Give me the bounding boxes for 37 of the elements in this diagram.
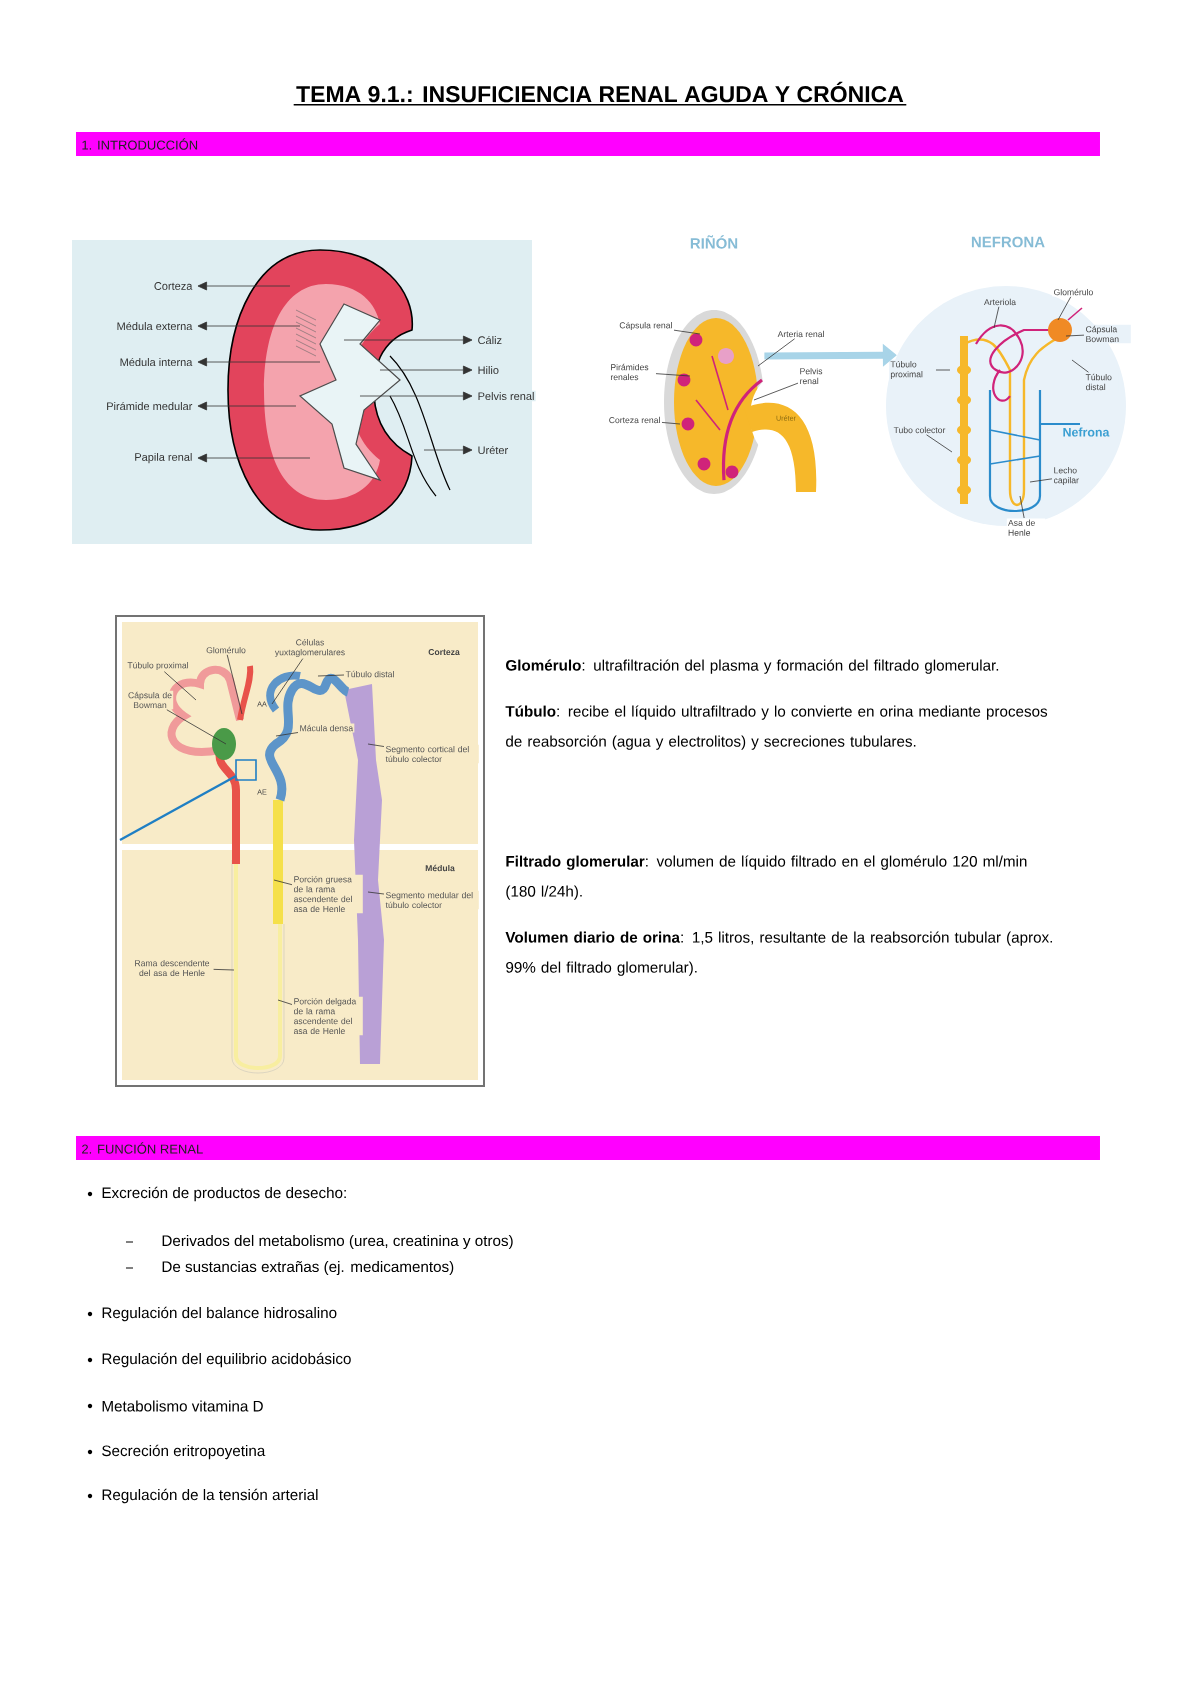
leader-line: [661, 422, 681, 425]
leader-line: [271, 658, 304, 705]
leader-line: [197, 281, 291, 291]
leader-line: [166, 709, 227, 745]
leader-line: [935, 369, 951, 371]
leader-line: [317, 674, 345, 677]
leader-line: [275, 732, 299, 737]
leader-line: [926, 434, 953, 453]
leader-line: [197, 401, 297, 411]
leader-line: [213, 968, 235, 971]
kidney-section-drawing: [227, 249, 451, 531]
leader-line: [1057, 296, 1072, 321]
title: TEMA 9.1.: INSUFICIENCIA RENAL AGUDA Y CRÓNICA: [293, 81, 907, 106]
leader-line: [273, 879, 293, 886]
leader-line: [993, 306, 1000, 329]
leader-line: [379, 365, 473, 375]
leader-line: [277, 999, 293, 1005]
leader-line: [197, 357, 321, 367]
nephron-drawing: [886, 286, 1126, 526]
leader-line: [1019, 495, 1025, 519]
leader-line: [1065, 334, 1085, 337]
leader-line: [359, 391, 473, 401]
nephron-section-drawing: [115, 615, 485, 1087]
leader-line: [163, 671, 197, 701]
leader-line: [367, 743, 385, 747]
leader-line: [757, 338, 795, 367]
leader-line: [367, 891, 385, 895]
leader-line: [1071, 359, 1089, 373]
leader-line: [197, 321, 301, 331]
leader-line: [343, 335, 473, 345]
leader-line: [197, 453, 311, 463]
leader-line: [753, 382, 799, 401]
leader-line: [1029, 478, 1053, 483]
leader-line: [423, 445, 473, 455]
leader-line: [226, 654, 243, 715]
leader-line: [655, 373, 691, 377]
leader-line: [673, 329, 701, 335]
